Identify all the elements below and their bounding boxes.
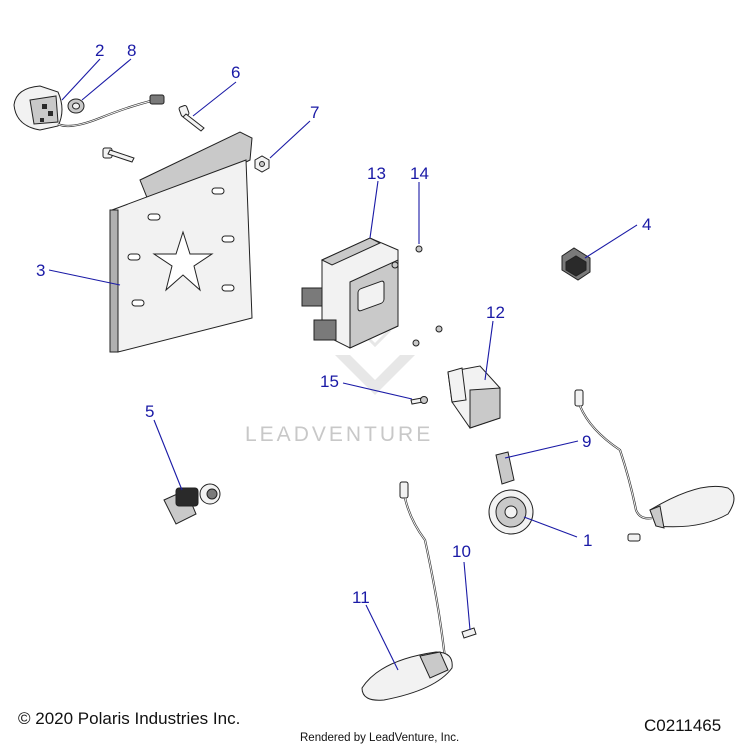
left-turn-signal-part xyxy=(361,481,453,701)
callout-2: 2 xyxy=(95,41,104,60)
screw-15-part xyxy=(410,396,428,405)
horn-part xyxy=(488,451,534,535)
screw-10-part xyxy=(461,627,477,639)
callouts: 2 8 6 7 3 13 14 4 12 15 5 9 1 10 11 xyxy=(36,41,651,607)
plate-bracket-part xyxy=(109,131,253,353)
callout-1: 1 xyxy=(583,531,592,550)
diagram-code: C0211465 xyxy=(644,716,722,735)
key-switch-part xyxy=(163,483,221,525)
callout-10: 10 xyxy=(452,542,471,561)
callout-9: 9 xyxy=(582,432,591,451)
callout-14: 14 xyxy=(410,164,429,183)
switch-part xyxy=(561,247,591,281)
callout-6: 6 xyxy=(231,63,240,82)
nut-part xyxy=(254,155,270,173)
screw-part xyxy=(391,245,443,347)
callout-7: 7 xyxy=(310,103,319,122)
callout-12: 12 xyxy=(486,303,505,322)
callout-8: 8 xyxy=(127,41,136,60)
bolt-part xyxy=(178,104,205,132)
callout-11: 11 xyxy=(352,588,370,607)
callout-5: 5 xyxy=(145,402,154,421)
lamp-housing-part xyxy=(13,85,63,131)
callout-3: 3 xyxy=(36,261,45,280)
copyright-text: © 2020 Polaris Industries Inc. xyxy=(18,709,241,728)
rendered-by-text: Rendered by LeadVenture, Inc. xyxy=(300,732,460,744)
callout-15: 15 xyxy=(320,372,339,391)
watermark-text: LEADVENTURE xyxy=(245,423,434,446)
right-turn-signal-part xyxy=(574,389,735,542)
leader-lines xyxy=(48,58,638,671)
grommet-part xyxy=(57,94,165,128)
ecu-part xyxy=(301,237,399,349)
callout-13: 13 xyxy=(367,164,386,183)
plate-bolt-part xyxy=(102,147,135,163)
callout-4: 4 xyxy=(642,215,651,234)
regulator-part xyxy=(447,365,501,429)
